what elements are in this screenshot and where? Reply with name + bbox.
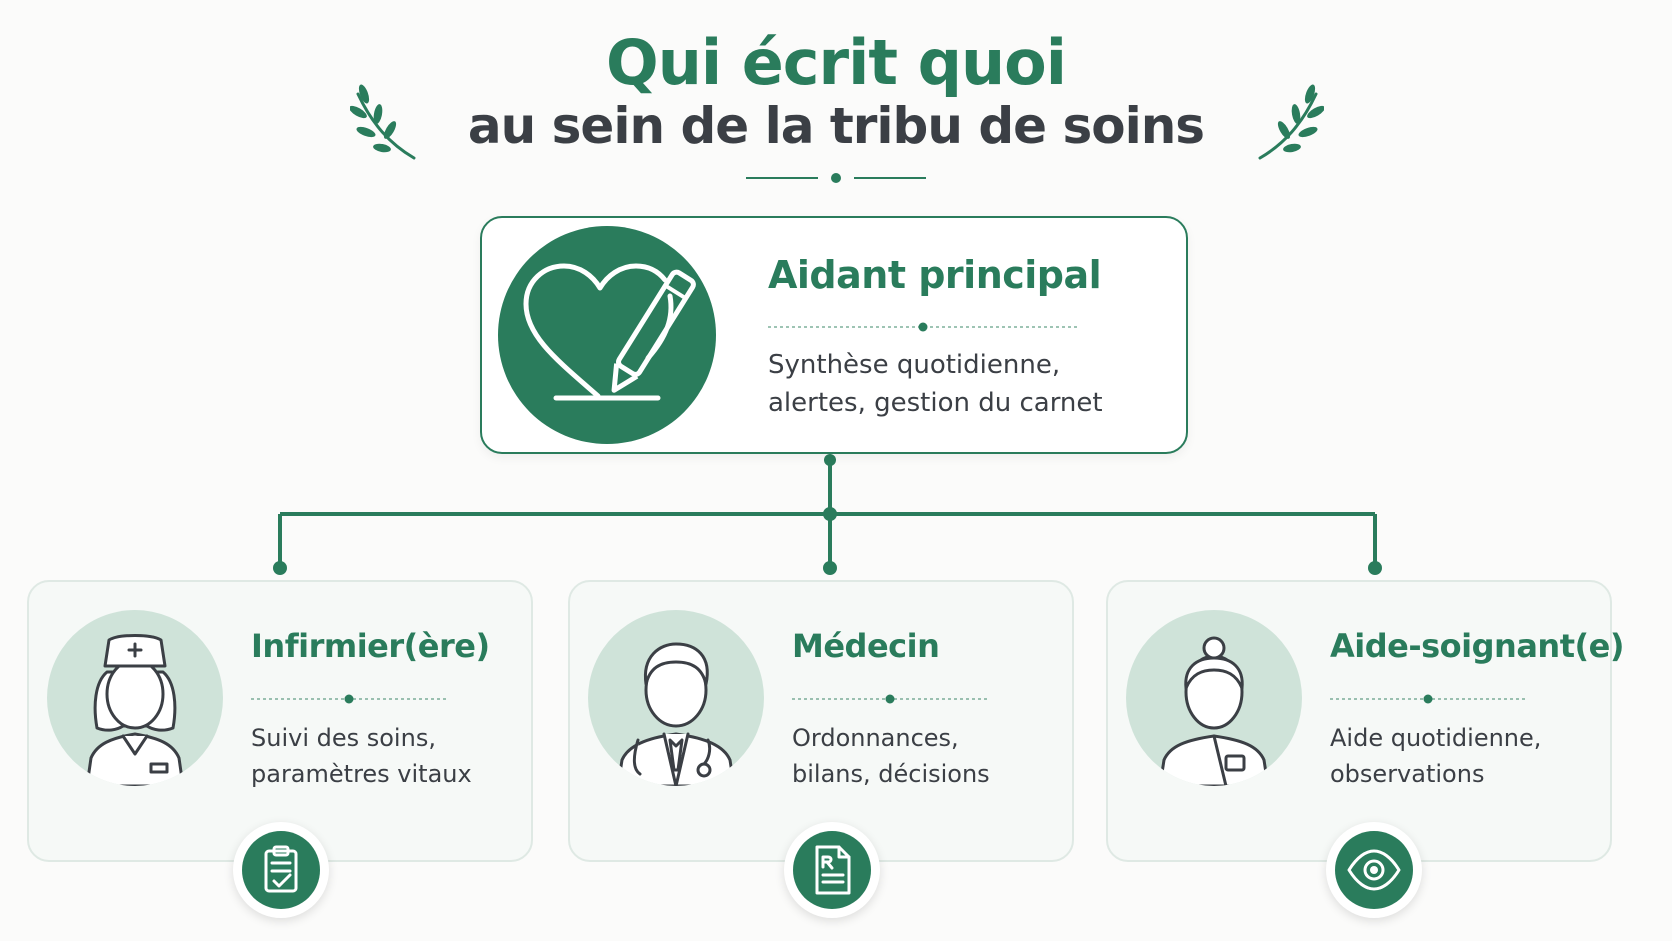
olive-branch-right-icon (1258, 84, 1324, 160)
caregiver-badge (1326, 822, 1422, 918)
doctor-desc-line-2: bilans, décisions (792, 760, 990, 788)
nurse-divider (251, 694, 447, 704)
doctor-badge (784, 822, 880, 918)
doctor-desc-line-1: Ordonnances, (792, 724, 959, 752)
title-line-1: Qui écrit quoi (606, 26, 1067, 99)
heart-pen-icon (498, 226, 716, 444)
nurse-avatar (47, 610, 223, 786)
eye-icon (1335, 831, 1413, 909)
primary-title: Aidant principal (768, 253, 1102, 297)
doctor-title: Médecin (792, 627, 940, 665)
primary-divider (768, 322, 1078, 332)
clipboard-check-icon (242, 831, 320, 909)
nurse-desc-line-1: Suivi des soins, (251, 724, 436, 752)
primary-caregiver-card: Aidant principal Synthèse quotidienne, a… (480, 216, 1188, 454)
nurse-description: Suivi des soins, paramètres vitaux (251, 720, 472, 792)
olive-branch-left-icon (350, 84, 416, 160)
caregiver-desc-line-2: observations (1330, 760, 1485, 788)
caregiver-divider (1330, 694, 1526, 704)
primary-desc-line-1: Synthèse quotidienne, (768, 350, 1061, 380)
nurse-title: Infirmier(ère) (251, 627, 490, 665)
caregiver-desc-line-1: Aide quotidienne, (1330, 724, 1542, 752)
doctor-description: Ordonnances, bilans, décisions (792, 720, 990, 792)
role-card-nurse: Infirmier(ère) Suivi des soins, paramètr… (27, 580, 533, 918)
primary-description: Synthèse quotidienne, alertes, gestion d… (768, 346, 1103, 422)
caregiver-title: Aide-soignant(e) (1330, 627, 1624, 665)
doctor-avatar (588, 610, 764, 786)
caregiver-description: Aide quotidienne, observations (1330, 720, 1541, 792)
role-card-caregiver: Aide-soignant(e) Aide quotidienne, obser… (1106, 580, 1624, 918)
primary-desc-line-2: alertes, gestion du carnet (768, 388, 1103, 418)
nurse-desc-line-2: paramètres vitaux (251, 760, 472, 788)
title-line-2: au sein de la tribu de soins (467, 97, 1205, 155)
caregiver-avatar (1126, 610, 1302, 786)
title-divider (746, 173, 926, 183)
role-card-doctor: Médecin Ordonnances, bilans, décisions (568, 580, 1074, 918)
prescription-icon (793, 831, 871, 909)
doctor-divider (792, 694, 988, 704)
nurse-badge (233, 822, 329, 918)
